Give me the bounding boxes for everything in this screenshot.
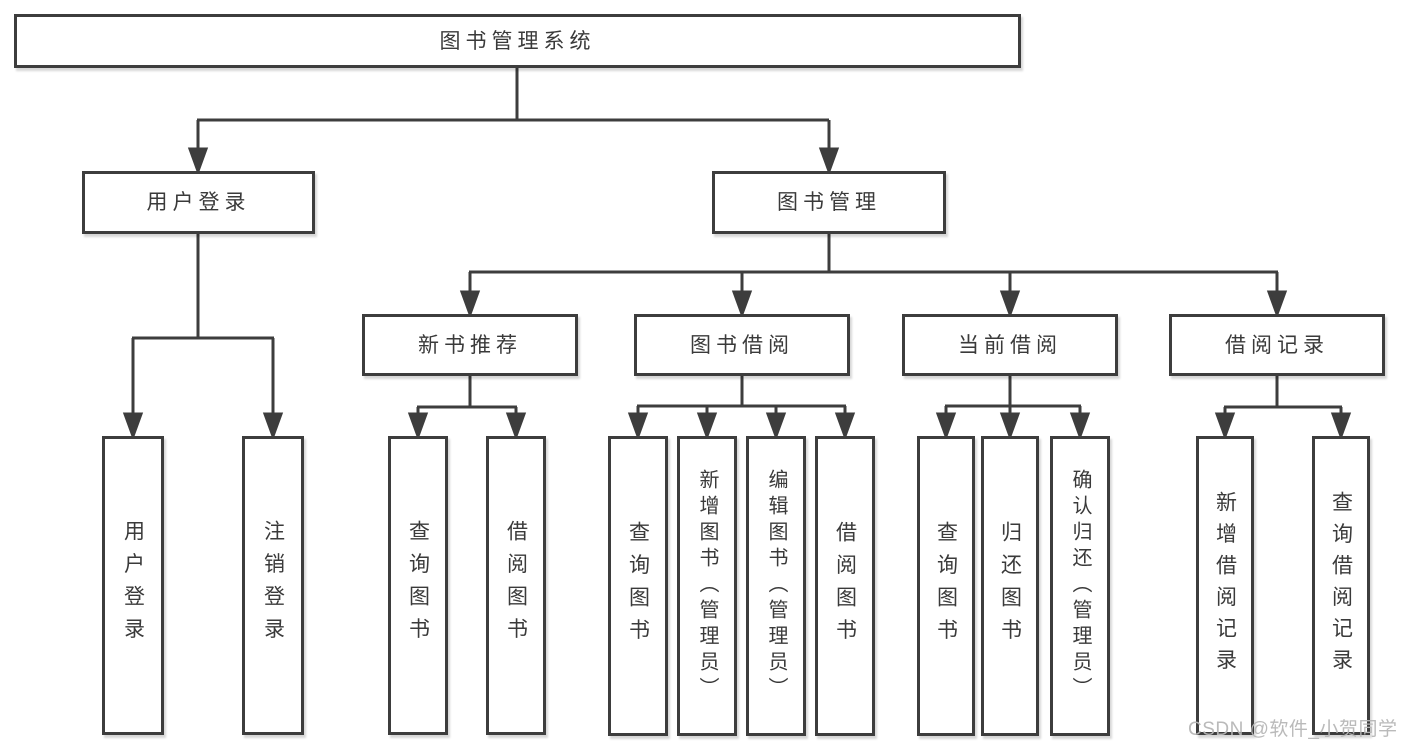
leaf-nbr-query-books: 查询图书 bbox=[388, 436, 448, 735]
leaf-logout-label: 注销登录 bbox=[261, 520, 285, 651]
node-book-borrow-label: 图书借阅 bbox=[690, 333, 794, 357]
node-book-management-label: 图书管理 bbox=[777, 191, 881, 214]
leaf-nbr-borrow-books: 借阅图书 bbox=[486, 436, 546, 735]
leaf-cb-confirm-return-admin: 确认归还（管理员） bbox=[1050, 436, 1110, 736]
leaf-bb-add-books-admin: 新增图书（管理员） bbox=[677, 436, 737, 736]
leaf-cb-query-books-label: 查询图书 bbox=[934, 520, 958, 652]
leaf-bb-edit-books-admin: 编辑图书（管理员） bbox=[746, 436, 806, 736]
node-borrow-records-label: 借阅记录 bbox=[1225, 333, 1329, 357]
csdn-watermark: CSDN @软件_小贺同学 bbox=[1188, 719, 1398, 740]
leaf-user-login: 用户登录 bbox=[102, 436, 164, 735]
leaf-bb-add-books-admin-label: 新增图书（管理员） bbox=[696, 469, 718, 703]
node-library-system-label: 图书管理系统 bbox=[439, 29, 596, 53]
leaf-bb-borrow-books: 借阅图书 bbox=[815, 436, 875, 736]
node-new-book-recommend: 新书推荐 bbox=[362, 314, 578, 376]
connector-book-borrow-children bbox=[627, 376, 856, 441]
node-current-borrow: 当前借阅 bbox=[902, 314, 1118, 376]
leaf-br-add-record-label: 新增借阅记录 bbox=[1213, 491, 1237, 680]
leaf-logout: 注销登录 bbox=[242, 436, 304, 735]
leaf-cb-return-books: 归还图书 bbox=[981, 436, 1039, 736]
leaf-nbr-query-books-label: 查询图书 bbox=[406, 520, 430, 651]
leaf-br-query-record-label: 查询借阅记录 bbox=[1329, 491, 1353, 680]
connector-root-to-level2 bbox=[187, 68, 840, 176]
connector-user-login-children bbox=[122, 234, 284, 441]
connector-borrow-records-children bbox=[1214, 376, 1352, 441]
node-user-login-label: 用户登录 bbox=[146, 191, 251, 214]
leaf-bb-edit-books-admin-label: 编辑图书（管理员） bbox=[765, 469, 787, 703]
leaf-user-login-label: 用户登录 bbox=[121, 520, 145, 651]
leaf-cb-query-books: 查询图书 bbox=[917, 436, 975, 736]
node-book-management: 图书管理 bbox=[712, 171, 946, 234]
node-borrow-records: 借阅记录 bbox=[1169, 314, 1385, 376]
connector-new-book-recommend-children bbox=[407, 376, 527, 441]
node-new-book-recommend-label: 新书推荐 bbox=[418, 333, 522, 357]
leaf-br-add-record: 新增借阅记录 bbox=[1196, 436, 1254, 735]
leaf-cb-return-books-label: 归还图书 bbox=[998, 520, 1022, 652]
node-library-system: 图书管理系统 bbox=[14, 14, 1021, 68]
node-book-borrow: 图书借阅 bbox=[634, 314, 850, 376]
node-user-login: 用户登录 bbox=[82, 171, 315, 234]
leaf-nbr-borrow-books-label: 借阅图书 bbox=[504, 520, 528, 651]
leaf-bb-query-books-label: 查询图书 bbox=[626, 520, 650, 652]
connector-book-management-children bbox=[459, 234, 1288, 319]
leaf-br-query-record: 查询借阅记录 bbox=[1312, 436, 1370, 735]
leaf-bb-query-books: 查询图书 bbox=[608, 436, 668, 736]
connector-current-borrow-children bbox=[935, 376, 1091, 441]
node-current-borrow-label: 当前借阅 bbox=[958, 333, 1062, 357]
leaf-bb-borrow-books-label: 借阅图书 bbox=[833, 520, 857, 652]
leaf-cb-confirm-return-admin-label: 确认归还（管理员） bbox=[1069, 469, 1091, 703]
